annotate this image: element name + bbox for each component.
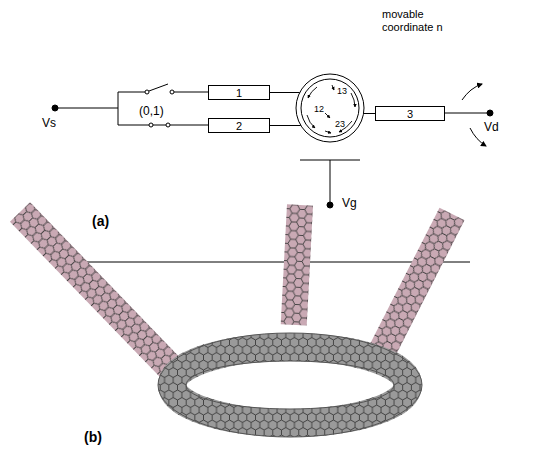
nanotube-illustration: [10, 202, 465, 437]
ring-number: 12: [314, 104, 324, 114]
ring-outline: [295, 73, 365, 143]
wire: [270, 125, 301, 126]
switch-state: (0,1): [139, 104, 164, 118]
resistor-label: 3: [407, 108, 413, 120]
wire: [270, 92, 300, 93]
ring-node: 13 12 23: [295, 73, 365, 143]
coordinate-note: movable coordinate n: [382, 8, 464, 34]
resistor-box: 3: [375, 106, 445, 121]
resistor-box: 2: [208, 118, 270, 133]
resistor-box: 1: [208, 85, 270, 100]
ring-number: 23: [335, 119, 345, 129]
resistor-label: 1: [236, 87, 242, 99]
wire: [364, 113, 375, 114]
terminal-label: Vd: [484, 120, 499, 134]
resistor-label: 2: [236, 120, 242, 132]
ring-number: 13: [337, 86, 347, 96]
terminal-label: Vg: [342, 196, 357, 210]
terminal-label: Vs: [42, 116, 56, 130]
panel-label: (a): [92, 214, 109, 228]
panel-label: (b): [84, 430, 102, 444]
